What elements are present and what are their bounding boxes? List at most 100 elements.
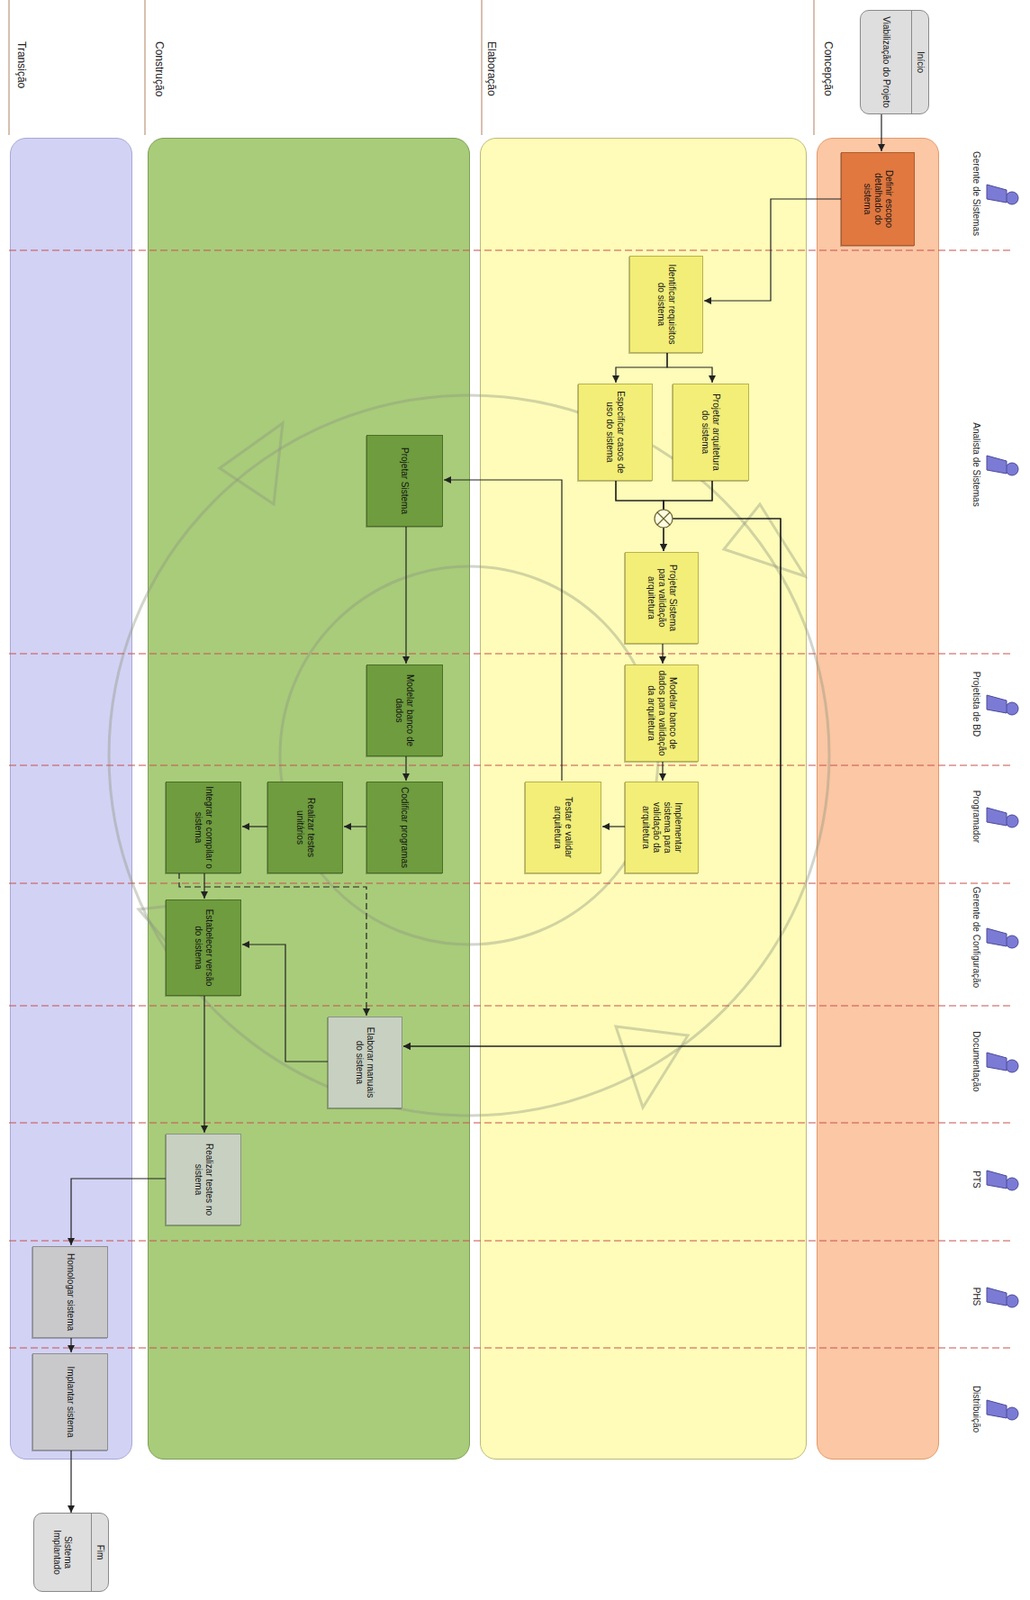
box-text: Implantar sistema [64,1366,76,1438]
flow-arrow [71,1178,167,1246]
phase-label: Construção [152,41,167,132]
box-text: Integrar e compilar o sistema [192,786,215,869]
box-text: Projetar Sistema [399,447,411,515]
flow-arrow [667,352,713,383]
role-text: PTS [971,1170,982,1188]
lane-divider [5,1005,1011,1007]
cycle-ring [108,395,830,1116]
phase-rule [813,0,815,136]
lane-divider [5,250,1011,252]
role-label: Distribuição [970,1355,982,1464]
terminator-text: Sistema Implantado [34,1513,91,1591]
box-text: Elaborar manuais do sistema [354,1020,377,1104]
box-text: Modelar banco de dados para validação da… [645,668,678,758]
actor-icon [986,807,1019,828]
actor-icon [986,1400,1019,1420]
lane-divider [5,1122,1011,1124]
cycle-arrowhead [138,900,220,973]
flow-arrow [443,479,562,781]
lane-divider [5,1347,1011,1349]
role-label: Gerente de Sistemas [970,139,982,248]
box-text: Definir escopo detalhado do sistema [861,156,895,242]
box-text: Projetar Sistema para validação arquitet… [645,556,678,640]
flow-arrow [403,479,781,1047]
cycle-arrowhead [723,504,805,577]
box-text: Homologar sistema [64,1253,76,1331]
cycle-arrowhead [219,423,283,505]
role-text: Programador [971,790,982,843]
flow-arrow [70,1337,72,1353]
flow-arrow [615,352,668,383]
lane-divider [5,883,1011,885]
actor-icon [986,1052,1019,1073]
process-box: Homologar sistema [32,1246,109,1338]
flow-arrow [661,760,663,781]
process-box: Definir escopo detalhado do sistema [840,152,915,246]
process-box: Projetar Sistema [366,434,443,527]
lane-divider [5,250,1011,1348]
phase-band: TransiçãoHomologar sistemaImplantar sist… [9,137,133,1460]
role-label: Projetista de BD [970,650,982,759]
role-label: PHS [970,1242,982,1351]
phase-band: ConcepçãoDefinir escopo detalhado do sis… [816,137,940,1460]
box-text: Realizar testes no sistema [192,1138,215,1221]
phase-rule [481,0,483,136]
gateway-cross [657,512,670,525]
box-text: Testar e validar arquitetura [552,786,575,869]
flow-arrow [405,755,407,781]
process-box: Implantar sistema [32,1353,109,1451]
box-text: Implementar sistema para validação da ar… [640,786,684,869]
actor-icon [986,1287,1019,1308]
flow-arrow [661,642,663,664]
phase-rule [9,0,814,136]
flow-arrow [242,825,269,827]
lane-divider [5,1240,1011,1242]
flow-arrow [203,872,205,899]
lane-divider [5,765,1011,767]
phase-label: Elaboração [484,41,499,132]
process-box: Modelar banco de dados para validação da… [624,664,699,762]
box-text: Codificar programas [399,786,411,868]
role-label: Programador [970,762,982,871]
terminator-title: Fim [90,1513,109,1591]
role-label: Analista de Sistemas [970,410,982,519]
phase-label: Transição [14,41,29,132]
cycle-watermark [108,395,830,1116]
process-box: Identificar requisitos do sistema [629,255,704,353]
role-label: PTS [970,1125,982,1234]
actor-icon [986,695,1019,715]
role-label: Gerente de Configuração [970,883,982,992]
role-text: Gerente de Configuração [971,886,982,988]
role-icons [986,184,1019,1420]
gateway-cross [657,512,670,525]
flow-arrow [704,198,842,301]
role-text: Projetista de BD [971,671,982,737]
flow-arrow [403,479,781,1047]
terminator: InícioViabilização do Projeto [859,9,930,115]
box-text: Projetar arquitetura do sistema [700,388,723,477]
cycle-arrowhead [615,1026,688,1108]
flow-arrow [70,1449,72,1513]
process-box: Realizar testes no sistema [165,1133,242,1226]
box-text: Realizar testes unitários [294,786,317,869]
terminator-title: Início [911,10,929,114]
box-text: Modelar banco de dados [394,668,416,752]
process-box: Implementar sistema para validação da ar… [624,781,699,874]
flow-arrow [343,825,368,827]
actor-icon [986,455,1019,476]
phase-band: ConstruçãoProjetar SistemaModelar banco … [147,137,470,1460]
process-box: Especificar casos de uso do sistema [578,383,653,481]
phase-rule [144,0,146,136]
actor-icon [986,184,1019,205]
role-text: Distribuição [971,1385,982,1433]
flow-arrow [405,525,407,664]
box-text: Estabelecer versão do sistema [192,903,215,992]
process-box: Realizar testes unitários [267,781,344,874]
process-box: Elaborar manuais do sistema [327,1016,403,1109]
terminator-text: Viabilização do Projeto [860,10,912,114]
role-text: Analista de Sistemas [971,422,982,506]
process-box: Codificar programas [366,781,443,874]
flow-arrow [242,944,329,1062]
role-text: Documentação [971,1030,982,1092]
process-box: Projetar arquitetura do sistema [672,383,750,481]
